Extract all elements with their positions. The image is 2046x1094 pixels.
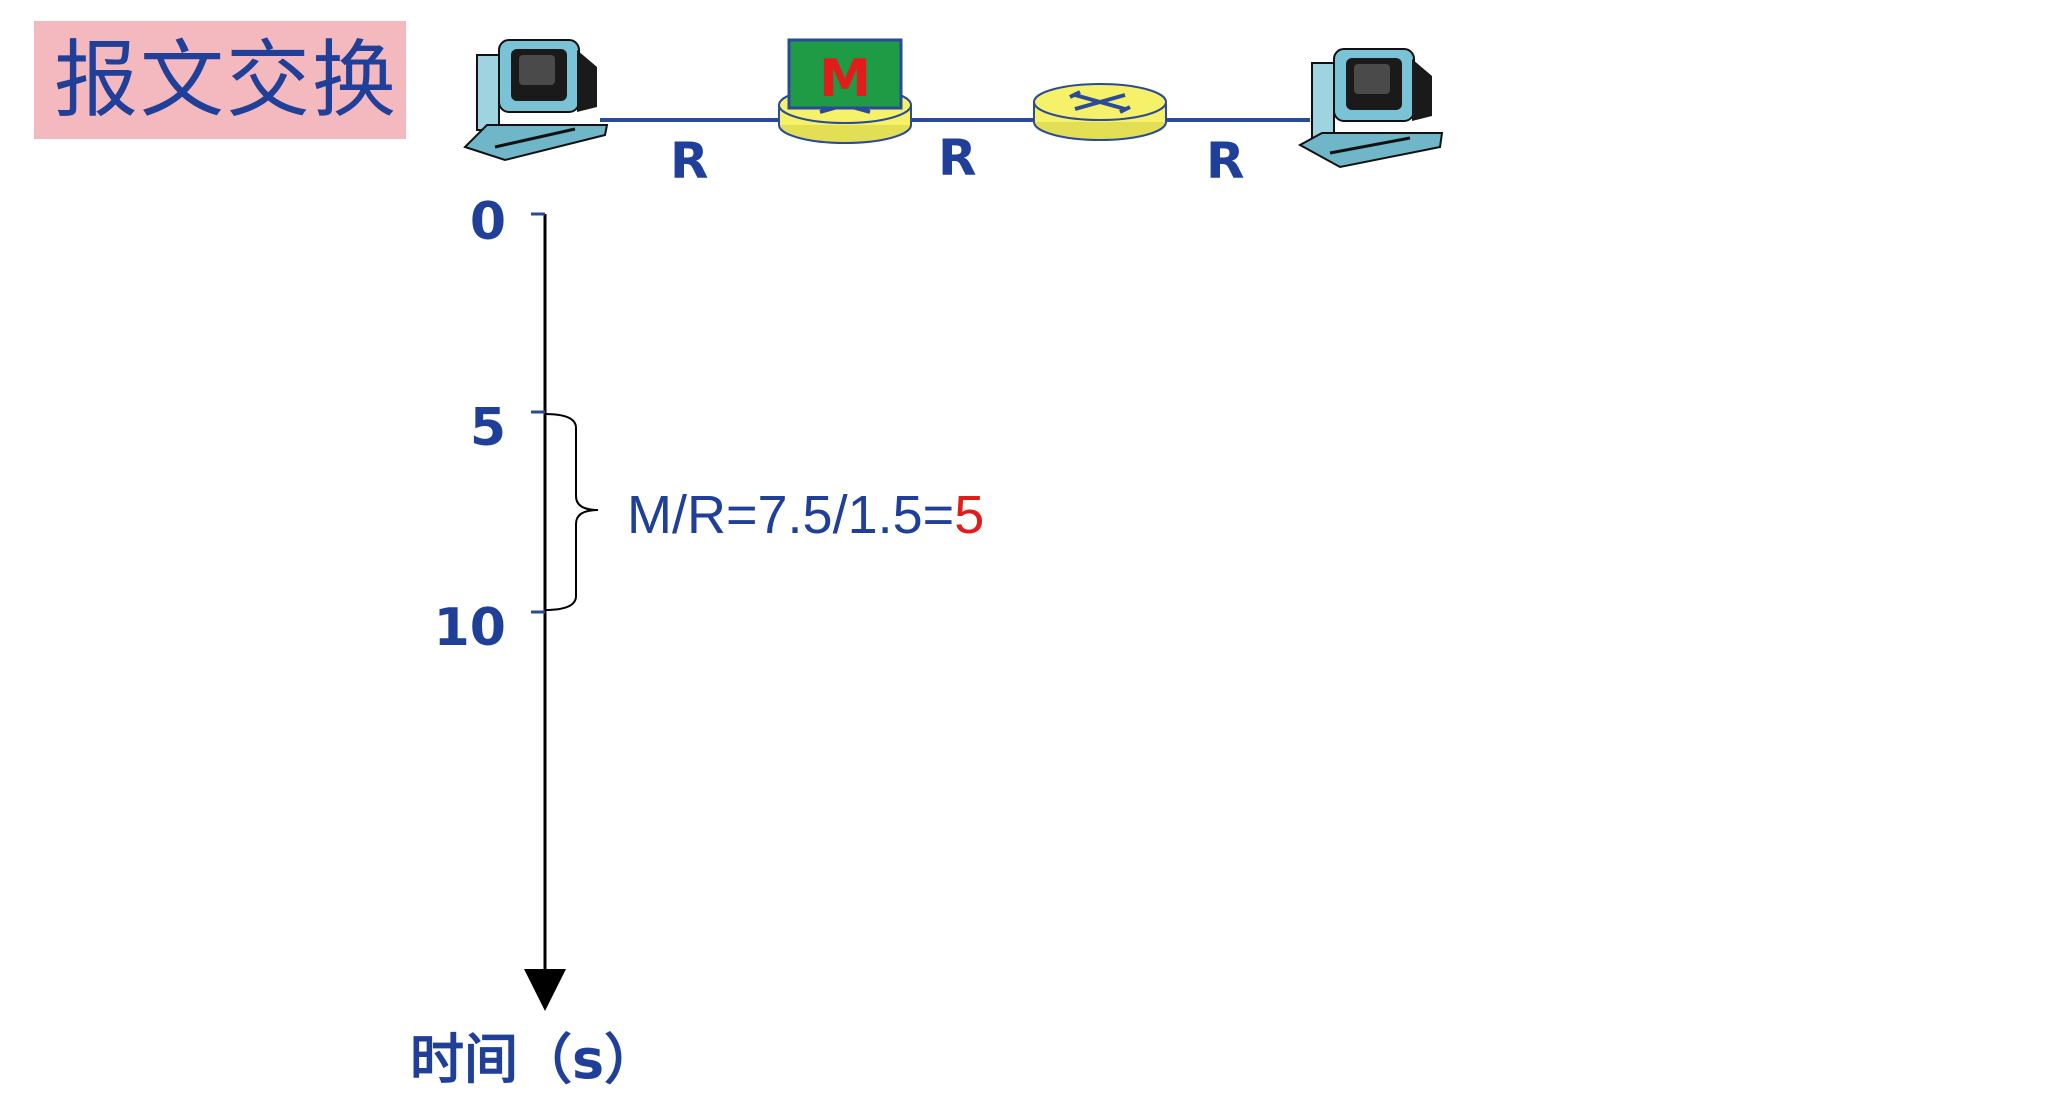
tick-label-5: 5 — [469, 398, 506, 458]
message-label: M — [819, 49, 871, 109]
time-axis-label: 时间（s） — [410, 1028, 659, 1091]
formula-result: 5 — [954, 485, 985, 545]
formula-prefix: M/R=7.5/1.5= — [627, 485, 955, 545]
router-2-icon — [1033, 83, 1167, 141]
transmission-delay-formula: M/R=7.5/1.5=5 — [627, 484, 984, 546]
tick-label-0: 0 — [469, 192, 506, 252]
interval-brace — [544, 413, 599, 611]
tick-label-10: 10 — [433, 598, 506, 658]
link-2-rate: R — [938, 129, 977, 187]
message-packet: M — [787, 38, 903, 110]
title-box: 报文交换 — [34, 21, 406, 139]
link-3-rate: R — [1206, 132, 1245, 190]
destination-computer-icon — [1297, 48, 1444, 169]
page-title: 报文交换 — [54, 31, 399, 129]
source-computer-icon — [463, 39, 609, 162]
link-1-rate: R — [670, 132, 709, 190]
